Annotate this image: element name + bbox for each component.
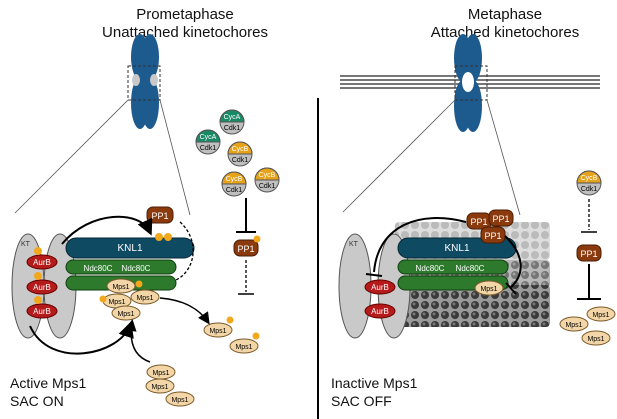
left-cycb-cdk1-1: CycB Cdk1 xyxy=(227,141,253,167)
sac-off-label: SAC OFF xyxy=(331,393,392,409)
svg-text:Cdk1: Cdk1 xyxy=(259,183,275,190)
svg-text:PP1: PP1 xyxy=(470,217,487,227)
left-knl1: KNL1 xyxy=(65,237,195,259)
svg-text:Cdk1: Cdk1 xyxy=(226,187,242,194)
inactive-mps1-label: Inactive Mps1 xyxy=(331,375,418,391)
arrow-release-mps1 xyxy=(159,297,210,325)
svg-text:Mps1: Mps1 xyxy=(587,336,604,343)
left-zoom-box xyxy=(127,65,161,101)
svg-text:Mps1: Mps1 xyxy=(565,322,582,329)
svg-text:Cdk1: Cdk1 xyxy=(224,125,240,132)
svg-text:Mps1: Mps1 xyxy=(136,295,153,302)
left-pp1-top: PP1 xyxy=(146,206,174,224)
svg-text:PP1: PP1 xyxy=(151,211,168,221)
svg-text:AurB: AurB xyxy=(33,258,51,267)
left-pp1-inhibited: PP1 xyxy=(233,235,261,257)
svg-text:AurB: AurB xyxy=(33,283,51,292)
left-chromosome xyxy=(131,34,159,129)
left-cycb-cdk1-3: CycB Cdk1 xyxy=(254,167,280,193)
left-zoom-line-2 xyxy=(159,99,191,216)
svg-text:Mps1: Mps1 xyxy=(480,286,497,293)
left-status: Active Mps1 SAC ON xyxy=(10,374,86,410)
svg-text:CycB: CycB xyxy=(259,172,276,179)
svg-text:Mps1: Mps1 xyxy=(152,370,169,377)
svg-text:AurB: AurB xyxy=(371,307,389,316)
svg-text:Ndc80C: Ndc80C xyxy=(416,264,445,273)
left-zoom-line-1 xyxy=(14,99,129,214)
arrow-aurb-to-knl1 xyxy=(61,215,153,245)
svg-text:Cdk1: Cdk1 xyxy=(581,186,597,193)
right-status: Inactive Mps1 SAC OFF xyxy=(331,374,417,410)
svg-text:PP1: PP1 xyxy=(484,231,501,241)
svg-text:Ndc80C: Ndc80C xyxy=(456,264,485,273)
svg-text:Ndc80C: Ndc80C xyxy=(84,264,113,273)
right-kt-label: KT xyxy=(349,241,359,248)
right-aurb-1: AurB xyxy=(364,279,396,295)
left-incoming-mps1: Mps1 Mps1 Mps1 xyxy=(145,364,195,407)
right-chromosome xyxy=(454,34,482,132)
svg-text:Mps1: Mps1 xyxy=(209,328,226,335)
svg-text:AurB: AurB xyxy=(371,283,389,292)
svg-text:Mps1: Mps1 xyxy=(108,299,125,306)
svg-text:Mps1: Mps1 xyxy=(151,384,168,391)
svg-text:AurB: AurB xyxy=(33,307,51,316)
svg-text:CycB: CycB xyxy=(232,146,249,153)
right-pp1-free: PP1 xyxy=(576,244,602,262)
right-mps1: Mps1 xyxy=(474,280,504,296)
svg-text:Mps1: Mps1 xyxy=(112,284,129,291)
svg-text:CycA: CycA xyxy=(224,114,241,121)
pp1-dashed-inhibition xyxy=(175,221,194,281)
sac-on-label: SAC ON xyxy=(10,393,64,409)
active-mps1-label: Active Mps1 xyxy=(10,375,87,391)
attached-kinetochores-subtitle: Attached kinetochores xyxy=(430,24,580,41)
pp1-inhibits-aurb xyxy=(373,217,467,273)
left-aurb-3: AurB xyxy=(26,296,58,319)
svg-text:Cdk1: Cdk1 xyxy=(200,145,216,152)
right-zoom-box xyxy=(454,65,488,101)
left-kt-label: KT xyxy=(21,241,31,248)
arrow-aurb-to-mps1 xyxy=(29,321,134,355)
left-mps1-cluster: Mps1 Mps1 Mps1 Mps1 xyxy=(99,278,160,321)
prometaphase-title: Prometaphase xyxy=(136,6,234,23)
svg-text:PP1: PP1 xyxy=(580,249,597,259)
svg-text:Mps1: Mps1 xyxy=(592,312,609,319)
metaphase-title: Metaphase xyxy=(467,6,543,23)
left-aurb-1: AurB xyxy=(26,247,58,270)
arrow-recruit-mps1 xyxy=(124,319,151,363)
svg-text:Mps1: Mps1 xyxy=(171,397,188,404)
left-cyca-cdk1-2: CycA Cdk1 xyxy=(195,129,221,155)
svg-text:PP1: PP1 xyxy=(237,244,254,254)
right-pp1-cluster: PP1 PP1 PP1 xyxy=(466,209,514,244)
right-aurb-2: AurB xyxy=(364,303,396,319)
svg-text:Mps1: Mps1 xyxy=(117,311,134,318)
svg-text:Ndc80C: Ndc80C xyxy=(122,264,151,273)
left-aurb-2: AurB xyxy=(26,272,58,295)
left-free-mps1: Mps1 Mps1 xyxy=(203,316,260,354)
svg-text:KNL1: KNL1 xyxy=(117,243,142,254)
svg-text:KNL1: KNL1 xyxy=(444,243,469,254)
svg-text:CycA: CycA xyxy=(200,134,217,141)
svg-text:CycB: CycB xyxy=(581,175,598,182)
svg-text:CycB: CycB xyxy=(226,176,243,183)
svg-text:PP1: PP1 xyxy=(492,214,509,224)
svg-text:Cdk1: Cdk1 xyxy=(232,157,248,164)
left-cyca-cdk1-1: CycA Cdk1 xyxy=(219,109,245,135)
right-free-mps1: Mps1 Mps1 Mps1 xyxy=(559,306,616,346)
svg-text:Mps1: Mps1 xyxy=(235,344,252,351)
pp1-inhibits-mps1 xyxy=(504,235,522,289)
left-cycb-cdk1-2: CycB Cdk1 xyxy=(221,171,247,197)
right-panel-title: Metaphase Attached kinetochores xyxy=(390,6,617,42)
right-cycb-cdk1: CycB Cdk1 xyxy=(576,170,602,196)
